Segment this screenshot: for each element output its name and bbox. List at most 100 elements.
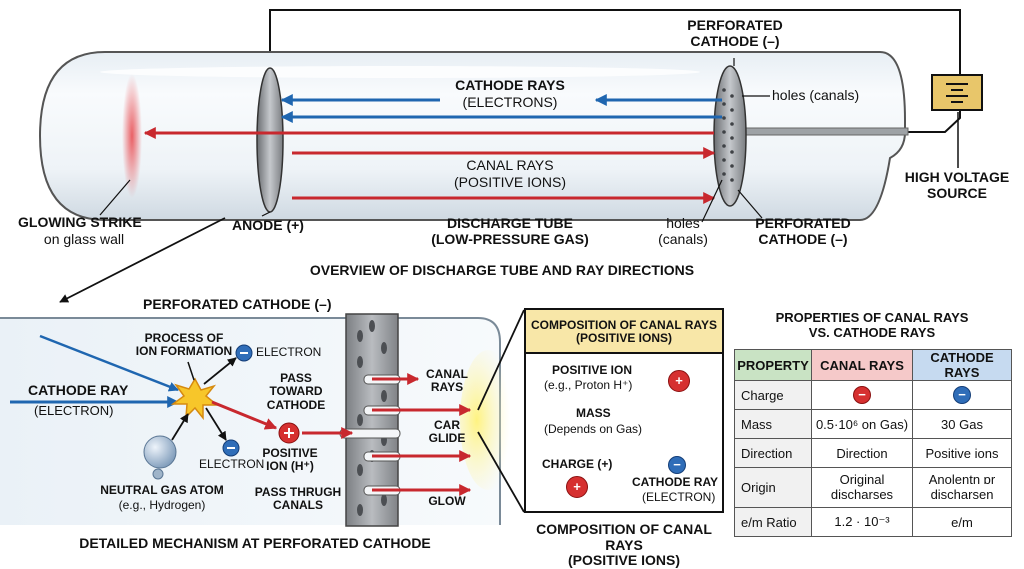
anode-disc <box>256 67 284 213</box>
label-out-glow: GLOW <box>428 494 466 508</box>
comp-ion-icon: + <box>668 370 690 392</box>
label-holes-bottom: holes (canals) <box>658 215 708 247</box>
label-cathode-ray: CATHODE RAY <box>28 382 129 398</box>
table-row: Charge − − <box>734 380 1012 410</box>
detail-caption: DETAILED MECHANISM AT PERFORATED CATHODE <box>79 535 431 551</box>
charge-negative-icon: − <box>953 386 971 404</box>
cell-property: Charge <box>734 380 812 410</box>
label-electrons: (ELECTRONS) <box>462 94 558 110</box>
label-glowing-strike-sub: on glass wall <box>43 231 125 247</box>
cell-canal-charge: − <box>811 380 913 410</box>
comp-mass: MASS <box>576 406 611 420</box>
arrow-to-electron-2 <box>205 407 227 441</box>
header-property: PROPERTY <box>734 349 812 381</box>
composition-header: COMPOSITION OF CANAL RAYS (POSITIVE IONS… <box>526 310 722 354</box>
overview-caption: OVERVIEW OF DISCHARGE TUBE AND RAY DIREC… <box>309 262 695 278</box>
cell-cathode: Anolentn ɒr discharsen <box>912 467 1012 508</box>
ion-path-1 <box>211 400 278 430</box>
neutral-atom-small <box>152 468 164 480</box>
label-anode: ANODE (+) <box>232 217 304 233</box>
label-perforated-cathode-bottom: PERFORATED CATHODE (–) <box>755 215 851 247</box>
comp-charge: CHARGE (+) <box>542 457 613 471</box>
label-cathode-ray-sub: (ELECTRON) <box>34 403 114 418</box>
leader-strike <box>99 179 131 216</box>
composition-title: COMPOSITION OF CANAL RAYS (POSITIVE IONS… <box>530 318 718 346</box>
table-header-row: PROPERTY CANAL RAYS CATHODE RAYS <box>734 349 1012 381</box>
table-row: e/m Ratio 1.2 · 10⁻³ e/m <box>734 507 1012 537</box>
header-canal-rays: CANAL RAYS <box>811 349 913 381</box>
cell-canal: Direction <box>811 438 913 468</box>
cell-property: Direction <box>734 438 812 468</box>
charge-positive-icon: − <box>853 386 871 404</box>
comp-positive-ion: POSITIVE ION <box>552 363 633 377</box>
label-positive-ions: (POSITIVE IONS) <box>453 174 566 190</box>
table-row: Origin Original discharses Anolentn ɒr d… <box>734 467 1012 508</box>
cell-property: Mass <box>734 409 812 439</box>
arrow-from-process <box>187 361 195 381</box>
detail-wall-right <box>477 317 501 525</box>
incoming-ray-diagonal <box>39 334 179 392</box>
comp-positive-ion-sub: (e.g., Proton H⁺) <box>544 378 633 392</box>
label-perforated-cathode-top: PERFORATED CATHODE (–) <box>687 17 783 49</box>
zoom-arrow <box>59 217 226 303</box>
comp-cathode-ray-sub: (ELECTRON) <box>642 490 716 504</box>
cell-cathode-charge: − <box>912 380 1012 410</box>
arrow-from-atom <box>171 413 189 441</box>
label-detail-cathode: PERFORATED CATHODE (–) <box>143 296 332 312</box>
label-out-car: CAR GLIDE <box>428 418 466 446</box>
callout-line-top <box>477 309 525 411</box>
cell-cathode: e/m <box>912 507 1012 537</box>
battery-plates <box>946 83 968 103</box>
comp-charge-icon: + <box>566 476 588 498</box>
label-glowing-strike: GLOWING STRIKE <box>18 214 142 230</box>
label-canal-rays: CANAL RAYS <box>466 157 554 173</box>
composition-caption: COMPOSITION OF CANAL RAYS (POSITIVE IONS… <box>536 521 712 569</box>
glowing-strike <box>122 74 142 198</box>
glass-tube <box>38 51 906 221</box>
label-electron-2: ELECTRON <box>199 457 265 471</box>
glass-highlight <box>100 66 700 78</box>
table-row: Mass 0.5·10⁶ on Gas) 30 Gas <box>734 409 1012 439</box>
collision-star <box>170 377 220 421</box>
label-cathode-rays: CATHODE RAYS <box>455 77 565 93</box>
label-neutral-atom-sub: (e.g., Hydrogen) <box>118 498 206 512</box>
label-neutral-atom: NEUTRAL GAS ATOM <box>100 483 224 497</box>
header-cathode-rays: CATHODE RAYS <box>912 349 1012 381</box>
properties-title: PROPERTIES OF CANAL RAYS VS. CATHODE RAY… <box>775 310 969 340</box>
label-high-voltage: HIGH VOLTAGE SOURCE <box>904 169 1010 201</box>
battery-icon <box>931 74 983 111</box>
leader-cathode-bottom <box>737 189 763 219</box>
perforated-cathode-disc <box>713 65 747 207</box>
cell-cathode: Positive ions <box>912 438 1012 468</box>
circuit-wire <box>269 9 961 75</box>
detail-yellow-glow <box>460 350 516 490</box>
comp-electron-icon: − <box>668 456 686 474</box>
properties-table: PROPERTY CANAL RAYS CATHODE RAYS Charge … <box>734 349 1012 537</box>
callout-line-bottom <box>477 431 525 513</box>
label-pass-through: PASS THRUGH CANALS <box>254 485 342 513</box>
plate-canals <box>339 374 401 496</box>
cell-property: e/m Ratio <box>734 507 812 537</box>
cell-cathode: 30 Gas <box>912 409 1012 439</box>
leader-holes-bottom <box>701 179 723 223</box>
label-process: PROCESS OF ION FORMATION <box>135 331 233 359</box>
circuit-wire-return <box>905 110 961 133</box>
comp-mass-sub: (Depends on Gas) <box>544 422 643 436</box>
label-electron-1: ELECTRON <box>256 345 322 359</box>
label-pass-toward: PASS TOWARD CATHODE <box>266 371 326 412</box>
cathode-holes <box>722 88 734 182</box>
label-out-canal: CANAL RAYS <box>426 367 468 395</box>
neutral-atom-icon <box>143 435 177 469</box>
comp-cathode-ray: CATHODE RAY <box>632 475 719 489</box>
cell-property: Origin <box>734 467 812 508</box>
cell-canal: Original discharses <box>811 467 913 508</box>
label-discharge-tube: DISCHARGE TUBE (LOW-PRESSURE GAS) <box>431 215 589 247</box>
arrow-to-electron-1 <box>203 357 237 385</box>
label-holes-top: holes (canals) <box>772 87 860 103</box>
cell-canal: 1.2 · 10⁻³ <box>811 507 913 537</box>
cathode-rod <box>737 127 909 136</box>
leader-anode <box>261 211 271 217</box>
label-positive-ion: POSITIVE ION (H⁺) <box>262 446 318 474</box>
composition-panel: COMPOSITION OF CANAL RAYS (POSITIVE IONS… <box>524 308 724 513</box>
